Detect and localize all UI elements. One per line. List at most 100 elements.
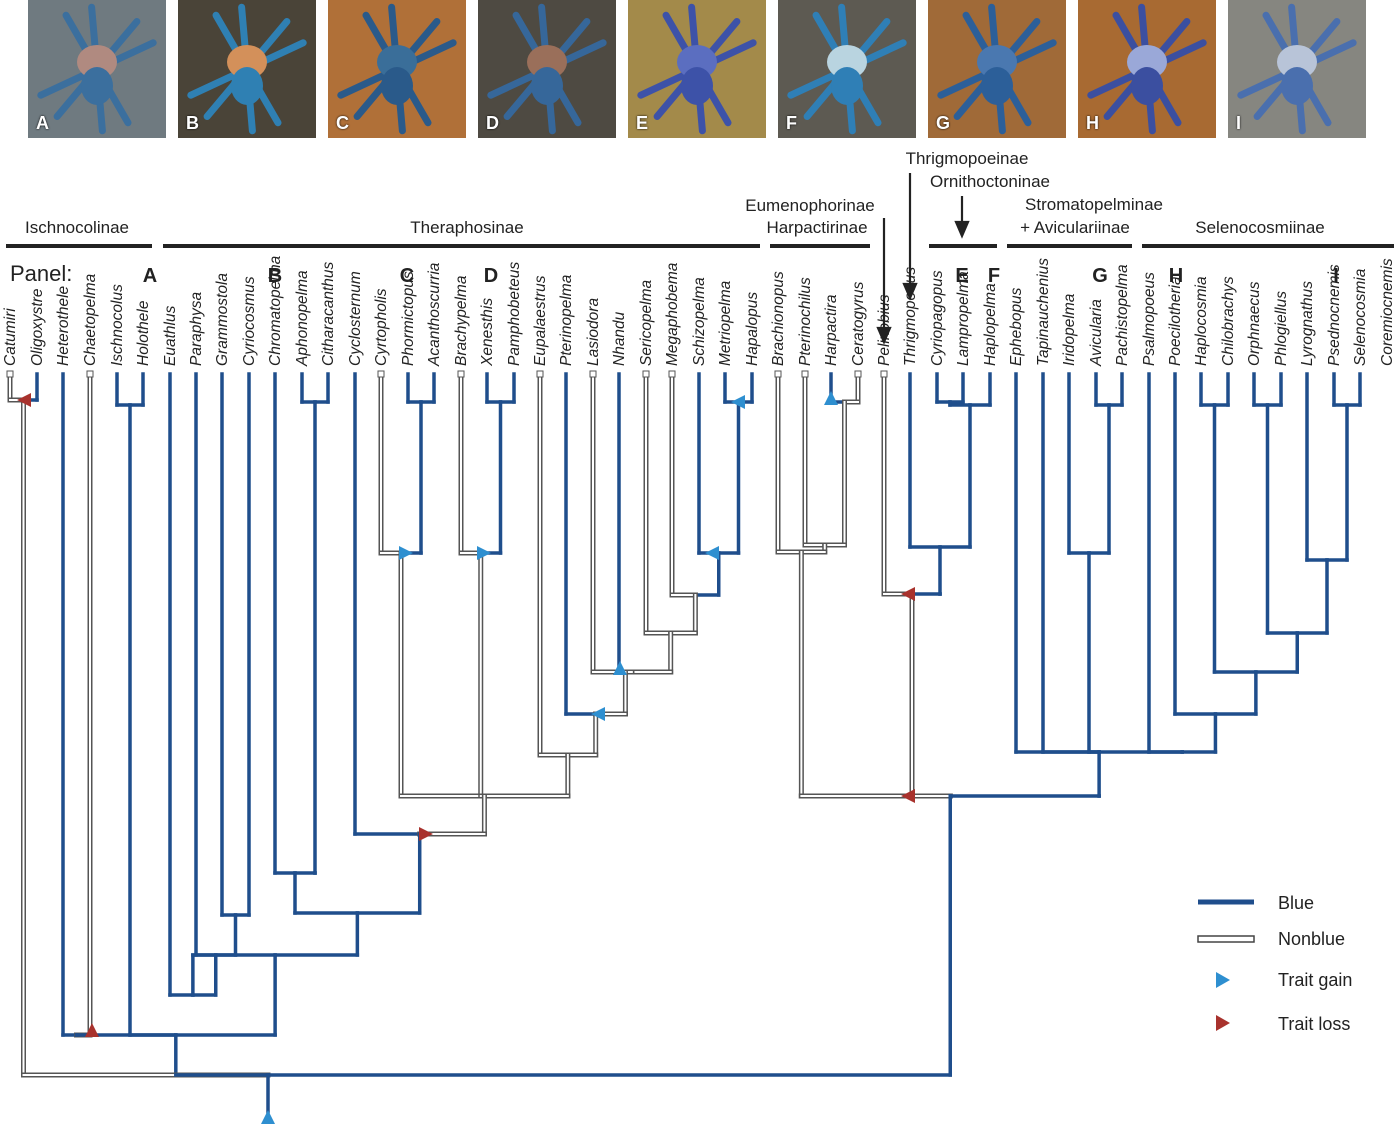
legend-loss-marker — [1216, 1015, 1230, 1031]
taxon-label: Holothele — [135, 300, 152, 366]
trait-loss-marker — [901, 789, 915, 803]
taxon-label: Xenesthis — [479, 298, 496, 367]
nonblue-tip-cap — [880, 370, 888, 378]
taxon-label: Nhandu — [611, 311, 628, 366]
trait-gain-marker — [731, 395, 745, 409]
photo-f: F — [778, 0, 916, 138]
legend-nonblue-label: Nonblue — [1278, 929, 1345, 949]
photo-b: B — [178, 0, 316, 138]
arrow-ornithoctoninae-head — [954, 220, 970, 239]
panel-letter-h: H — [1169, 265, 1183, 287]
pointer-arrows — [876, 173, 970, 345]
taxon-label: Eupalaestrus — [532, 275, 549, 366]
taxon-label: Lasiodora — [585, 298, 602, 366]
taxon-label: Ephebopus — [1008, 287, 1025, 366]
panel-letter-g: G — [1092, 265, 1108, 287]
taxon-label: Chaetopelma — [82, 273, 99, 366]
legend-nonblue-swatch — [1197, 935, 1255, 943]
photo-h: H — [1078, 0, 1216, 138]
arrow-pelinobius-head — [876, 326, 892, 345]
taxon-label: Lyrognathus — [1299, 281, 1316, 366]
photo-letter: C — [336, 113, 349, 133]
taxon-label: Ceratogyrus — [850, 281, 867, 366]
trait-loss-marker — [85, 1023, 99, 1037]
panel-letter-c: C — [400, 265, 414, 287]
nonblue-tip-cap — [86, 370, 94, 378]
trait-markers — [17, 391, 915, 1124]
taxon-label: Cyriocosmus — [241, 276, 258, 366]
taxon-label: Pterinochilus — [797, 277, 814, 366]
nonblue-tip-cap — [377, 370, 385, 378]
label-harpactirinae: Harpactirinae — [766, 218, 867, 237]
photo-i: I — [1228, 0, 1366, 138]
trait-loss-marker — [901, 587, 915, 601]
photo-letter: B — [186, 113, 199, 133]
legend: Blue Nonblue Trait gain Trait loss — [1197, 893, 1352, 1034]
taxon-label: Thrigmopoeus — [902, 267, 919, 366]
nonblue-tip-cap — [801, 370, 809, 378]
taxon-label: Brachionopus — [770, 271, 787, 366]
arrow-thrigmopoeus-head — [902, 282, 918, 301]
photo-d: D — [478, 0, 616, 138]
photo-letter: I — [1236, 113, 1242, 133]
taxon-label: Acanthoscurria — [426, 262, 443, 367]
photo-letter: D — [486, 113, 499, 133]
taxon-label: Ischnocolus — [109, 284, 126, 366]
taxon-label: Iridopelma — [1061, 293, 1078, 366]
panel-letter-a: A — [143, 265, 157, 287]
panel-letter-b: B — [268, 265, 282, 287]
label-thrigmopoeinae: Thrigmopoeinae — [906, 149, 1029, 168]
legend-gain-label: Trait gain — [1278, 970, 1352, 990]
photo-letter: A — [36, 113, 49, 133]
legend-loss-label: Trait loss — [1278, 1014, 1350, 1034]
tree-branches — [6, 370, 1362, 1114]
photo-letter: E — [636, 113, 649, 133]
taxon-label: Coremiocnemis — [1379, 258, 1396, 366]
trait-gain-marker — [613, 661, 627, 675]
taxon-label: Pachistopelma — [1114, 264, 1131, 366]
taxon-label: Citharacanthus — [320, 261, 337, 366]
panel-letter-e: E — [955, 265, 968, 287]
taxon-label: Pelinobius — [876, 294, 893, 366]
nonblue-tip-cap — [642, 370, 650, 378]
panel-letter-d: D — [484, 265, 498, 287]
label-eumenophorinae: Eumenophorinae — [745, 196, 874, 215]
label-selenocosmiinae: Selenocosmiinae — [1195, 218, 1324, 237]
taxon-label: Haplocosmia — [1193, 276, 1210, 366]
nonblue-tip-cap — [457, 370, 465, 378]
taxon-label: Catumiri — [2, 308, 19, 366]
nonblue-tip-cap — [536, 370, 544, 378]
taxon-label: Aphonopelma — [294, 270, 311, 367]
taxon-label: Selenocosmia — [1352, 268, 1369, 366]
taxon-label: Cyclosternum — [347, 271, 364, 366]
taxon-label: Psednocnemis — [1326, 264, 1343, 366]
taxon-label: Grammostola — [214, 273, 231, 366]
taxon-label: Phlogiellus — [1273, 291, 1290, 366]
panel-letter-f: F — [988, 265, 1000, 287]
photo-letter: F — [786, 113, 797, 133]
panel-letter-i: I — [1333, 265, 1339, 287]
nonblue-tip-cap — [589, 370, 597, 378]
trait-gain-marker — [591, 707, 605, 721]
legend-gain-marker — [1216, 972, 1230, 988]
taxon-label: Psalmopoeus — [1141, 272, 1158, 366]
trait-gain-marker — [824, 391, 838, 405]
nonblue-tip-cap — [774, 370, 782, 378]
taxon-label: Harpactira — [823, 294, 840, 366]
label-ischnocolinae: Ischnocolinae — [25, 218, 129, 237]
taxon-label: Haplopelma — [982, 283, 999, 366]
taxon-label: Sericopelma — [638, 279, 655, 366]
trait-gain-marker — [477, 546, 491, 560]
taxon-label: Cyriopagopus — [929, 270, 946, 366]
taxon-label: Orphnaecus — [1246, 281, 1263, 366]
taxon-label: Paraphysa — [188, 292, 205, 366]
trait-gain-marker — [261, 1110, 275, 1124]
taxon-label: Pamphobeteus — [506, 261, 523, 366]
taxon-label: Metriopelma — [717, 280, 734, 366]
nonblue-tip-cap — [854, 370, 862, 378]
nonblue-tip-cap — [668, 370, 676, 378]
label-ornithoctoninae: Ornithoctoninae — [930, 172, 1050, 191]
